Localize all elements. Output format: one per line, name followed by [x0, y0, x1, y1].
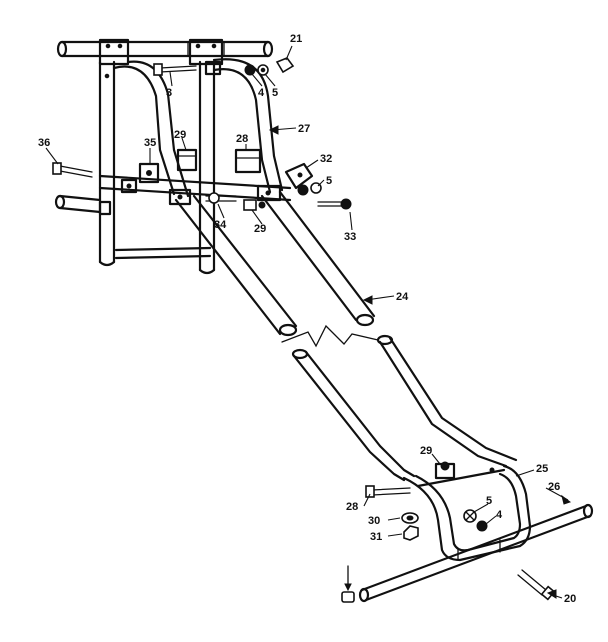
- bolt-20: [517, 569, 556, 601]
- washer-5-lower: [463, 509, 477, 523]
- callouts: 21 3 4 5 27 36 35 29 28 32 5 34 29 33 24…: [38, 33, 576, 605]
- callout-25: 25: [536, 463, 548, 475]
- callout-36: 36: [38, 137, 50, 149]
- callout-30: 30: [368, 515, 380, 527]
- callout-24: 24: [396, 291, 409, 303]
- callout-31: 31: [370, 531, 382, 543]
- bolt-36: [52, 162, 93, 178]
- callout-28: 28: [236, 133, 248, 145]
- callout-20: 20: [564, 593, 576, 605]
- callout-21: 21: [290, 33, 302, 45]
- callout-29: 29: [254, 223, 266, 235]
- callout-4: 4: [258, 87, 265, 99]
- callout-26: 26: [548, 481, 560, 493]
- right-frame: [198, 60, 216, 275]
- fitting-29-lower: [434, 461, 456, 480]
- slide-rail-upper: [168, 184, 376, 337]
- nut-4-lower: [476, 520, 488, 532]
- break-line: [281, 324, 379, 348]
- callout-5: 5: [326, 175, 332, 187]
- axle-tube: [358, 503, 594, 603]
- callout-33: 33: [344, 231, 356, 243]
- leader-lines: [45, 45, 572, 599]
- callout-5: 5: [272, 87, 278, 99]
- callout-29: 29: [420, 445, 432, 457]
- bracket-28-upper: [234, 148, 262, 174]
- bracket-32: [284, 162, 314, 190]
- left-frame: [54, 60, 212, 267]
- washer-5-upper: [257, 64, 269, 76]
- washer-30: [401, 512, 419, 524]
- callout-28: 28: [346, 501, 358, 513]
- bolt-3: [153, 63, 197, 76]
- callout-27: 27: [298, 123, 310, 135]
- bolt-33: [317, 198, 352, 210]
- bracket-29-upper: [176, 148, 198, 172]
- bolt-28-lower: [365, 485, 411, 498]
- callout-32: 32: [320, 153, 332, 165]
- nut-5-middle: [297, 182, 322, 196]
- nut-31: [403, 525, 419, 541]
- callout-29: 29: [174, 129, 186, 141]
- handle-arm-right: [204, 58, 284, 194]
- callout-3: 3: [166, 87, 172, 99]
- callout-5: 5: [486, 495, 492, 507]
- nut-4-upper: [244, 64, 256, 76]
- fitting-29-middle: [243, 199, 266, 211]
- callout-34: 34: [214, 219, 227, 231]
- cap-bottom-left: [341, 565, 355, 603]
- cap-21: [275, 57, 295, 74]
- callout-35: 35: [144, 137, 156, 149]
- bracket-35: [138, 162, 160, 184]
- callout-4: 4: [496, 509, 503, 521]
- bolt-34: [205, 192, 237, 204]
- slide-rail-lower: [291, 334, 518, 482]
